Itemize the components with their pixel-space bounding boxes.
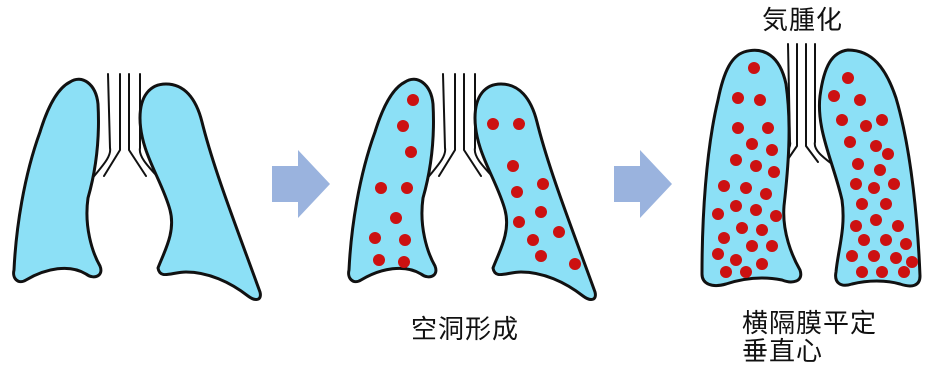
flat-diaphragm-label: 横隔膜平定 bbox=[742, 309, 877, 339]
left-lung bbox=[14, 79, 101, 281]
right-arrow-icon bbox=[614, 150, 672, 218]
right-lung bbox=[140, 84, 260, 299]
left-lung bbox=[349, 79, 436, 281]
emphysema-label: 気腫化 bbox=[762, 6, 843, 36]
normal-lungs bbox=[14, 74, 261, 299]
emphysema-lungs bbox=[702, 44, 920, 286]
cavity-lungs bbox=[349, 74, 596, 299]
right-lung bbox=[819, 50, 920, 286]
vertical-heart-label: 垂直心 bbox=[742, 337, 823, 367]
cavity-formation-label: 空洞形成 bbox=[411, 315, 519, 345]
right-arrow-icon bbox=[272, 150, 330, 218]
